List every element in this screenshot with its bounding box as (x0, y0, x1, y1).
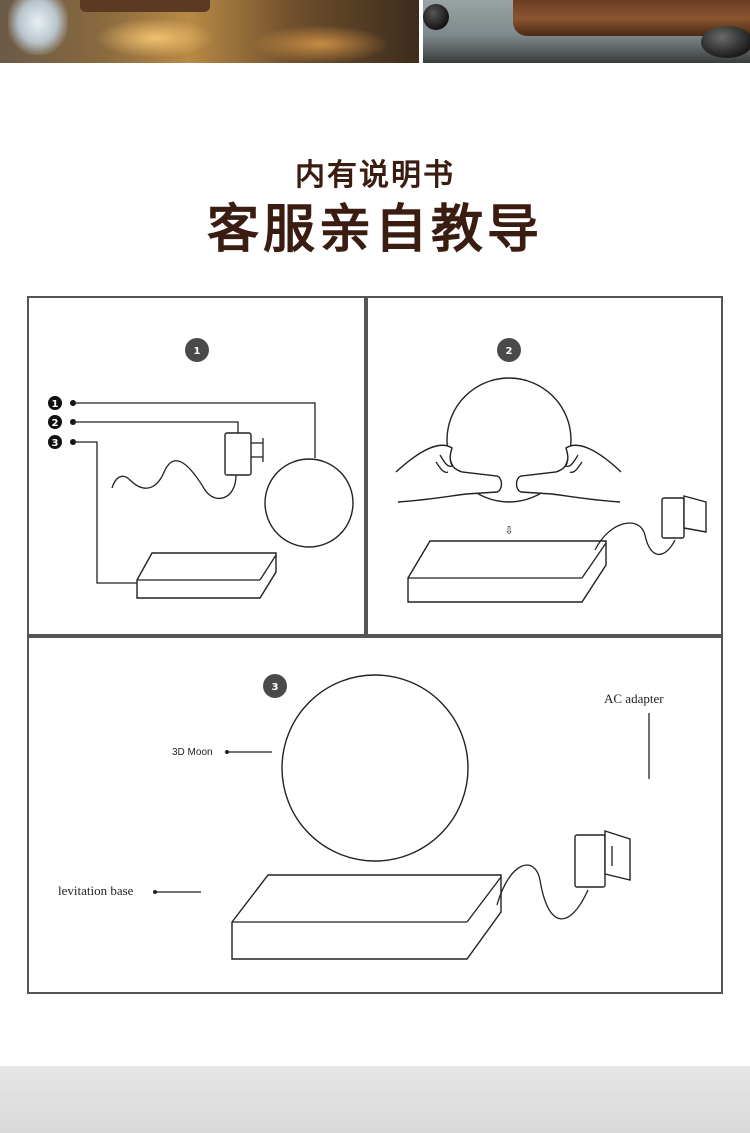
product-photo-right (423, 0, 750, 63)
product-photo-strip (0, 0, 750, 63)
page-title: 客服亲自教导 (206, 200, 543, 260)
ac-adapter-label: AC adapter (604, 691, 664, 706)
hands-illustration (395, 444, 622, 503)
levitation-base-icon (407, 540, 607, 603)
figurine-decor (8, 0, 68, 55)
levitation-base-icon (136, 552, 277, 599)
leader-line-base (73, 441, 137, 584)
ac-adapter-icon (496, 830, 631, 920)
footer-band (0, 1066, 750, 1133)
step1-badge: 1 (185, 338, 209, 362)
ac-adapter-icon (111, 432, 264, 499)
stone-decor (423, 4, 449, 30)
step3-badge: 3 (263, 674, 287, 698)
stone-decor (701, 26, 750, 58)
step2-panel (366, 296, 723, 636)
leader-line-moon (73, 402, 316, 458)
ac-adapter-icon (594, 495, 707, 556)
svg-text:2: 2 (506, 346, 513, 357)
down-arrow-icon: ⇩ (504, 524, 513, 537)
page-subtitle: 内有说明书 (295, 158, 455, 193)
step3-panel (27, 636, 723, 994)
svg-text:3: 3 (52, 438, 59, 449)
step1-panel (27, 296, 366, 636)
lamp-glow (250, 25, 390, 63)
levitation-base-label: levitation base (58, 883, 134, 898)
svg-text:3: 3 (272, 682, 279, 693)
wood-plank (80, 0, 210, 12)
svg-text:1: 1 (194, 346, 201, 357)
step2-badge: 2 (497, 338, 521, 362)
moon-lamp-sphere (264, 458, 354, 548)
leader-line-adapter (73, 421, 239, 433)
svg-text:2: 2 (52, 418, 59, 429)
svg-text:1: 1 (52, 399, 59, 410)
product-photo-left (0, 0, 419, 63)
moon-lamp-sphere (446, 377, 572, 503)
moon-lamp-sphere (281, 674, 469, 862)
lamp-glow (95, 18, 215, 58)
step1-part-markers: 1 2 3 (48, 396, 76, 449)
moon-label: 3D Moon (172, 747, 213, 758)
levitation-base-icon (231, 874, 502, 960)
